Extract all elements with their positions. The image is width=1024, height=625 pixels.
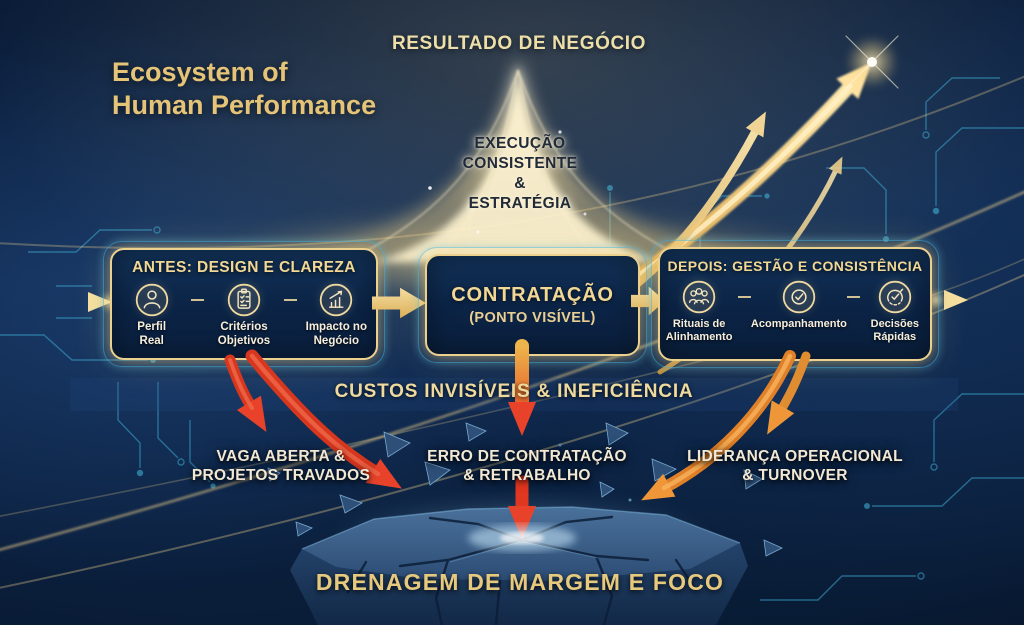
item-label: Decisões Rápidas — [870, 318, 919, 343]
item-label: Rituais de Alinhamento — [665, 318, 733, 343]
costs-band-label: CUSTOS INVISÍVEIS & INEFICIÊNCIA — [334, 381, 694, 402]
stage-item-decisions: Decisões Rápidas — [860, 279, 930, 344]
connector-dash — [738, 296, 751, 298]
checklist-icon — [227, 283, 261, 317]
growth-chart-icon — [320, 283, 353, 317]
stage-item-profile: Perfil Real — [112, 282, 191, 348]
stage-hiring-title: CONTRATAÇÃO — [451, 284, 614, 306]
stage-after-box: DEPOIS: GESTÃO E CONSISTÊNCIA Rituais de… — [651, 240, 939, 368]
team-icon — [682, 280, 716, 314]
check-circle-icon — [782, 280, 816, 314]
stage-before-items: Perfil Real Critérios Objetivos — [112, 282, 376, 348]
stage-item-rituals: Rituais de Alinhamento — [660, 279, 738, 344]
stage-after-title: DEPOIS: GESTÃO E CONSISTÊNCIA — [667, 258, 923, 274]
stage-before-title: ANTES: DESIGN E CLAREZA — [132, 259, 356, 276]
title-line2: Human Performance — [112, 89, 377, 120]
speed-check-icon — [878, 280, 911, 314]
person-icon — [135, 283, 168, 317]
debris-shards — [267, 422, 783, 557]
stage-before-box: ANTES: DESIGN E CLAREZA Perfil Real — [103, 241, 385, 367]
business-result-label: RESULTADO DE NEGÓCIO — [391, 33, 647, 54]
execution-strategy-label: EXECUÇÃO CONSISTENTE & ESTRATÉGIA — [462, 135, 578, 213]
connector-dash — [191, 299, 205, 301]
item-label: Critérios Objetivos — [217, 321, 271, 347]
item-label: Impacto no Negócio — [305, 321, 367, 347]
item-label: Acompanhamento — [750, 318, 847, 330]
cost-hiring-error-label: ERRO DE CONTRATAÇÃO & RETRABALHO — [427, 448, 627, 485]
item-label: Perfil Real — [137, 321, 167, 347]
connector-dash — [283, 299, 297, 301]
stage-after-items: Rituais de Alinhamento Acompanhamento — [660, 279, 930, 344]
stage-item-criteria: Critérios Objetivos — [204, 282, 283, 348]
stage-hiring-subtitle: (PONTO VISÍVEL) — [469, 310, 596, 326]
cost-leadership-turnover-label: LIDERANÇA OPERACIONAL & TURNOVER — [687, 448, 903, 485]
title-line1: Ecosystem of — [112, 57, 288, 87]
impact-flash — [468, 525, 576, 551]
margin-drain-label: DRENAGEM DE MARGEM E FOCO — [315, 569, 725, 595]
red-cost-arrows — [224, 349, 402, 489]
connector-dash — [846, 296, 860, 298]
stage-item-impact: Impacto no Negócio — [297, 282, 376, 348]
orange-cost-arrows — [641, 350, 811, 501]
page-title: Ecosystem of Human Performance — [112, 56, 376, 122]
cracked-stone-slab — [290, 506, 748, 625]
stage-item-followup: Acompanhamento — [751, 279, 847, 331]
cost-open-role-label: VAGA ABERTA & PROJETOS TRAVADOS — [191, 448, 371, 485]
